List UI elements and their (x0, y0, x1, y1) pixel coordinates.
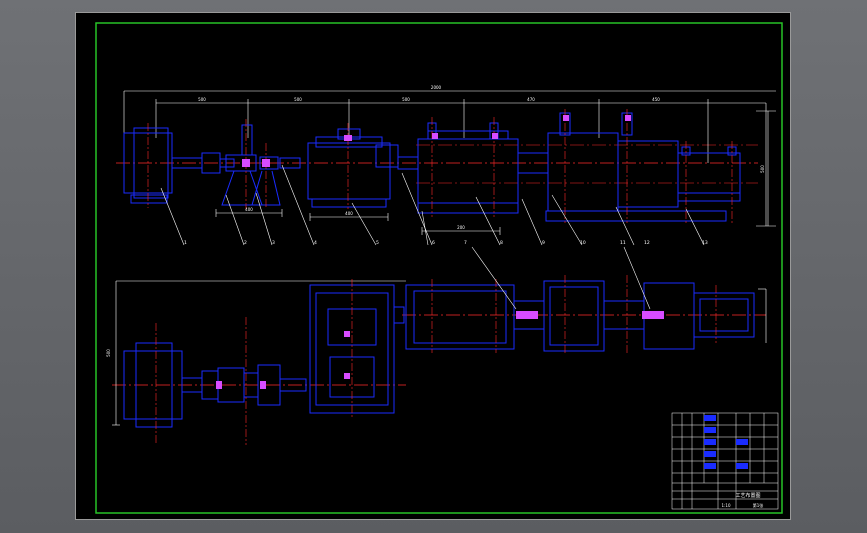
title-block-fill (704, 415, 748, 469)
accent-marks (242, 115, 631, 167)
dim-height-right: 500 (760, 165, 765, 173)
dim-span-4: 470 (527, 97, 535, 102)
balloon-13: 13 (702, 240, 708, 246)
balloon-4: 4 (314, 240, 317, 246)
balloon-10: 10 (580, 240, 586, 246)
plan-accent-marks (216, 311, 664, 389)
dim-span-5: 450 (652, 97, 660, 102)
dim-span-2: 500 (294, 97, 302, 102)
dim-base-1: 400 (245, 207, 253, 212)
dim-span-3: 500 (402, 97, 410, 102)
balloon-8: 8 (500, 240, 503, 246)
dim-plan-left: 500 (106, 349, 111, 357)
drawing-viewport[interactable]: 2000 500 500 500 470 450 500 (75, 12, 791, 520)
elevation-view: 2000 500 500 500 470 450 500 (116, 85, 776, 246)
balloon-3: 3 (272, 240, 275, 246)
dimension-lines (123, 90, 776, 227)
dim-span-1: 500 (198, 97, 206, 102)
balloon-7: 7 (464, 240, 467, 246)
balloon-5: 5 (376, 240, 379, 246)
plan-outlines (123, 280, 755, 428)
title-block-scale: 1:10 (722, 503, 731, 508)
title-block: 工艺布置图 1:10 第1张 (671, 412, 779, 510)
title-block-title: 工艺布置图 (735, 492, 760, 499)
balloon-1: 1 (184, 240, 187, 246)
dim-overall: 2000 (431, 85, 442, 90)
title-block-sheet: 第1张 (753, 502, 764, 508)
plan-leaders (471, 246, 767, 343)
plan-vertical-centerlines (155, 275, 717, 445)
balloon-12: 12 (644, 240, 650, 246)
plan-view: 500 (106, 246, 767, 445)
balloon-9: 9 (542, 240, 545, 246)
dim-base-2: 400 (345, 211, 353, 216)
balloon-2: 2 (244, 240, 247, 246)
plan-dimension (112, 280, 406, 426)
dim-base-3: 200 (457, 225, 465, 230)
leader-lines (160, 164, 705, 246)
cad-drawing: 2000 500 500 500 470 450 500 (95, 22, 783, 514)
balloon-11: 11 (620, 240, 626, 246)
vertical-centerlines (147, 109, 733, 223)
balloon-6: 6 (432, 240, 435, 246)
drawing-border (95, 22, 783, 514)
base-dimensions (215, 209, 501, 235)
